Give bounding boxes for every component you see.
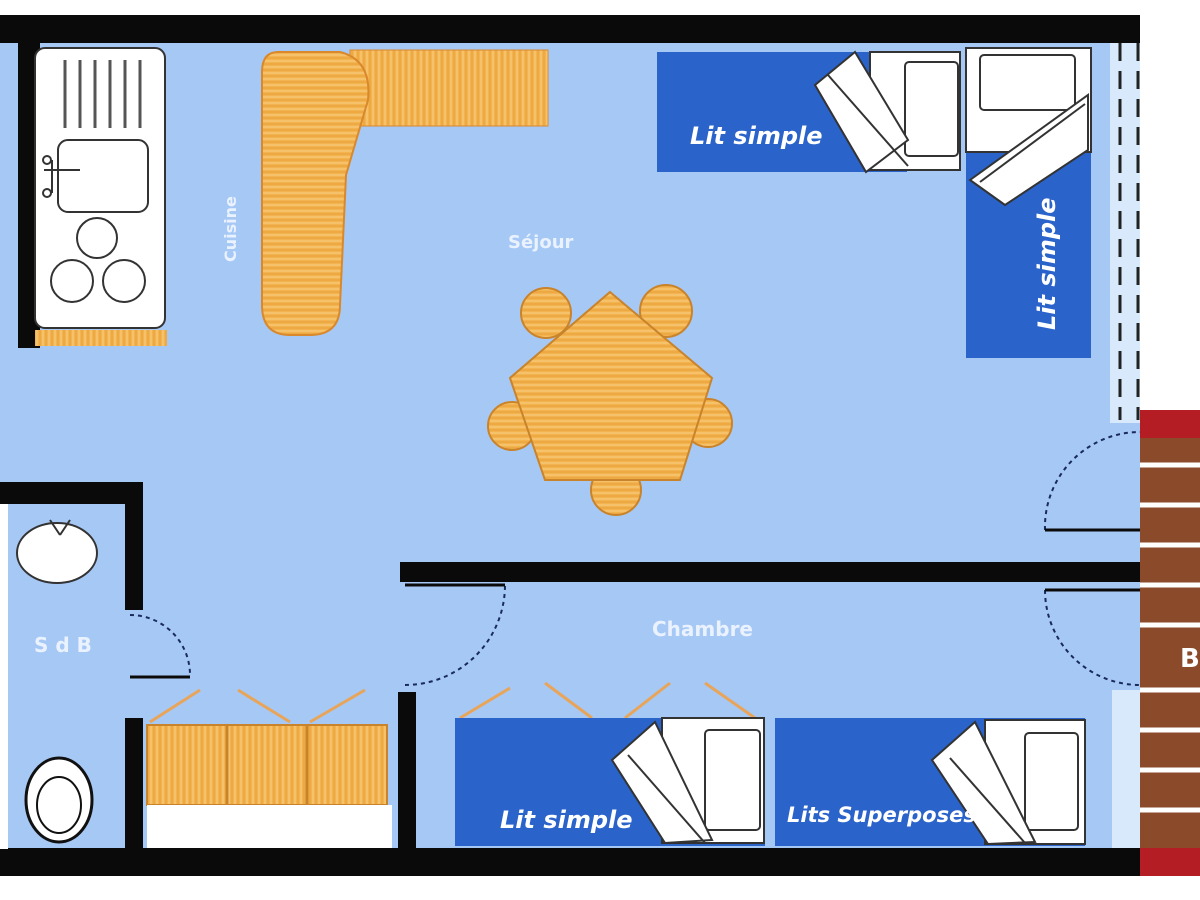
partition-stub bbox=[398, 692, 416, 850]
bathroom-label: S d B bbox=[34, 633, 92, 657]
bedroom-label: Chambre bbox=[652, 617, 753, 641]
kitchen-sink bbox=[57, 139, 149, 213]
bed-label-bedroom-left: Lit simple bbox=[500, 806, 633, 834]
living-room-label: Séjour bbox=[508, 232, 574, 253]
washbasin bbox=[16, 522, 98, 584]
wall-top bbox=[0, 15, 1140, 43]
bed-living-top bbox=[657, 50, 961, 174]
bathroom-wall-top bbox=[0, 482, 143, 504]
bathroom-wall-left bbox=[0, 504, 8, 849]
dining-set bbox=[487, 284, 733, 516]
dining-table bbox=[508, 290, 714, 481]
bed-bedroom-right bbox=[775, 718, 1086, 846]
floor-strip-top bbox=[0, 0, 1140, 15]
bed-label-living-top: Lit simple bbox=[690, 122, 823, 150]
balcony bbox=[1140, 410, 1200, 876]
faucet-icon bbox=[42, 155, 80, 198]
wall-bottom bbox=[0, 848, 1140, 876]
wall-right-lower bbox=[1112, 690, 1140, 848]
kitchen-counter bbox=[34, 47, 167, 346]
bathroom-wall-right-lower bbox=[125, 718, 143, 850]
cooktop bbox=[50, 217, 146, 303]
chair-2 bbox=[639, 284, 693, 338]
door-leaves bbox=[130, 528, 1140, 679]
wardrobe-left bbox=[146, 688, 392, 848]
door-swings bbox=[129, 431, 1141, 686]
chair-1 bbox=[520, 287, 572, 339]
wall-right-upper bbox=[1110, 43, 1140, 423]
bed-bedroom-left bbox=[455, 717, 765, 846]
bathroom-wall-right-upper bbox=[125, 482, 143, 610]
balcony-label: B bbox=[1180, 644, 1200, 674]
bathroom-fixtures bbox=[8, 504, 125, 848]
partition-wall bbox=[400, 562, 1140, 582]
bar-counter bbox=[261, 49, 549, 336]
bedroom-wardrobe-handles bbox=[459, 681, 756, 720]
bed-label-living-right: Lit simple bbox=[1033, 197, 1061, 330]
bed-label-bedroom-right: Lits Superposes bbox=[787, 803, 976, 827]
kitchen-label: Cuisine bbox=[221, 196, 240, 262]
bed-living-right bbox=[965, 47, 1092, 358]
